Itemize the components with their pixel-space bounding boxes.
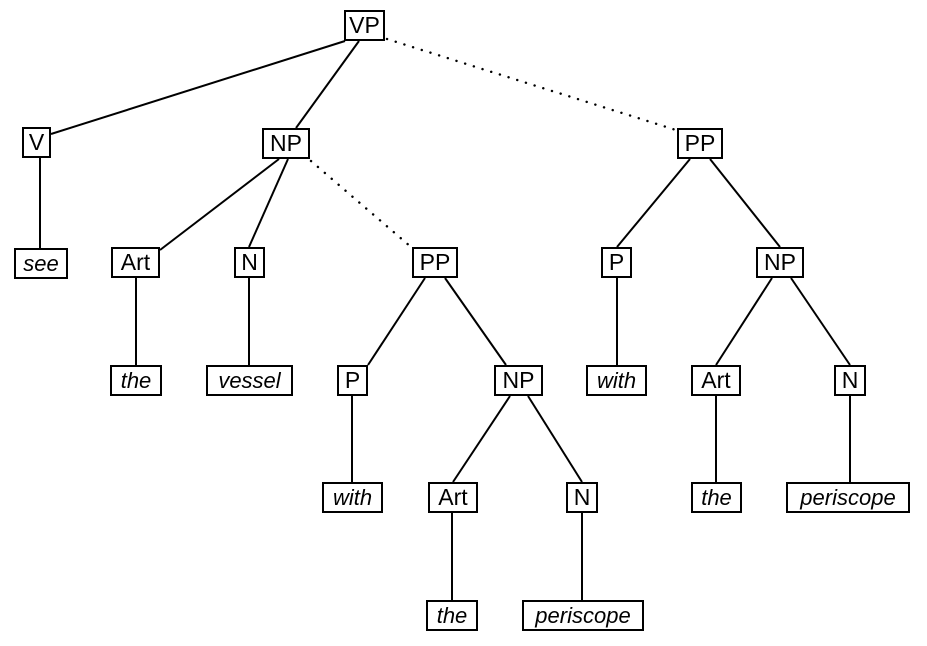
tree-node-n_m: N: [566, 482, 598, 513]
tree-node-pp_right: PP: [677, 128, 723, 159]
tree-edge-np_right-to-art_r: [715, 277, 773, 366]
tree-node-art_r: Art: [691, 365, 741, 396]
tree-node-vessel: vessel: [206, 365, 293, 396]
tree-node-the_m: the: [426, 600, 478, 631]
tree-node-n1: N: [234, 247, 265, 278]
tree-node-np1: NP: [262, 128, 310, 159]
tree-node-p_right: P: [601, 247, 632, 278]
tree-node-peri_r: periscope: [786, 482, 910, 513]
tree-edge-pp_mid-to-np_mid: [444, 277, 507, 366]
tree-edge-np_mid-to-art_m: [452, 395, 511, 483]
tree-node-vp: VP: [344, 10, 385, 41]
tree-edge-vp-to-pp_right: [385, 37, 678, 132]
tree-edge-pp_right-to-np_right: [709, 158, 781, 248]
tree-node-with_m: with: [322, 482, 383, 513]
tree-edge-np1-to-n1: [248, 158, 289, 248]
tree-node-pp_mid: PP: [412, 247, 458, 278]
tree-node-v: V: [22, 127, 51, 158]
tree-node-p_mid: P: [337, 365, 368, 396]
tree-edge-pp_right-to-p_right: [616, 158, 691, 248]
tree-edge-np1-to-art1: [159, 158, 280, 251]
tree-node-with_r: with: [586, 365, 647, 396]
tree-edge-pp_mid-to-p_mid: [367, 277, 426, 366]
tree-edge-vp-to-v: [50, 40, 346, 135]
tree-node-the1: the: [110, 365, 162, 396]
tree-edge-np_right-to-n_r: [790, 277, 851, 366]
tree-node-np_mid: NP: [494, 365, 543, 396]
tree-edge-np_mid-to-n_m: [527, 395, 583, 483]
tree-node-art_m: Art: [428, 482, 478, 513]
tree-node-the_r: the: [691, 482, 742, 513]
tree-node-peri_m: periscope: [522, 600, 644, 631]
tree-node-np_right: NP: [756, 247, 804, 278]
tree-node-see: see: [14, 248, 68, 279]
tree-node-n_r: N: [834, 365, 866, 396]
tree-edge-np1-to-pp_mid: [309, 159, 413, 249]
tree-node-art1: Art: [111, 247, 160, 278]
tree-edge-vp-to-np1: [295, 40, 360, 129]
